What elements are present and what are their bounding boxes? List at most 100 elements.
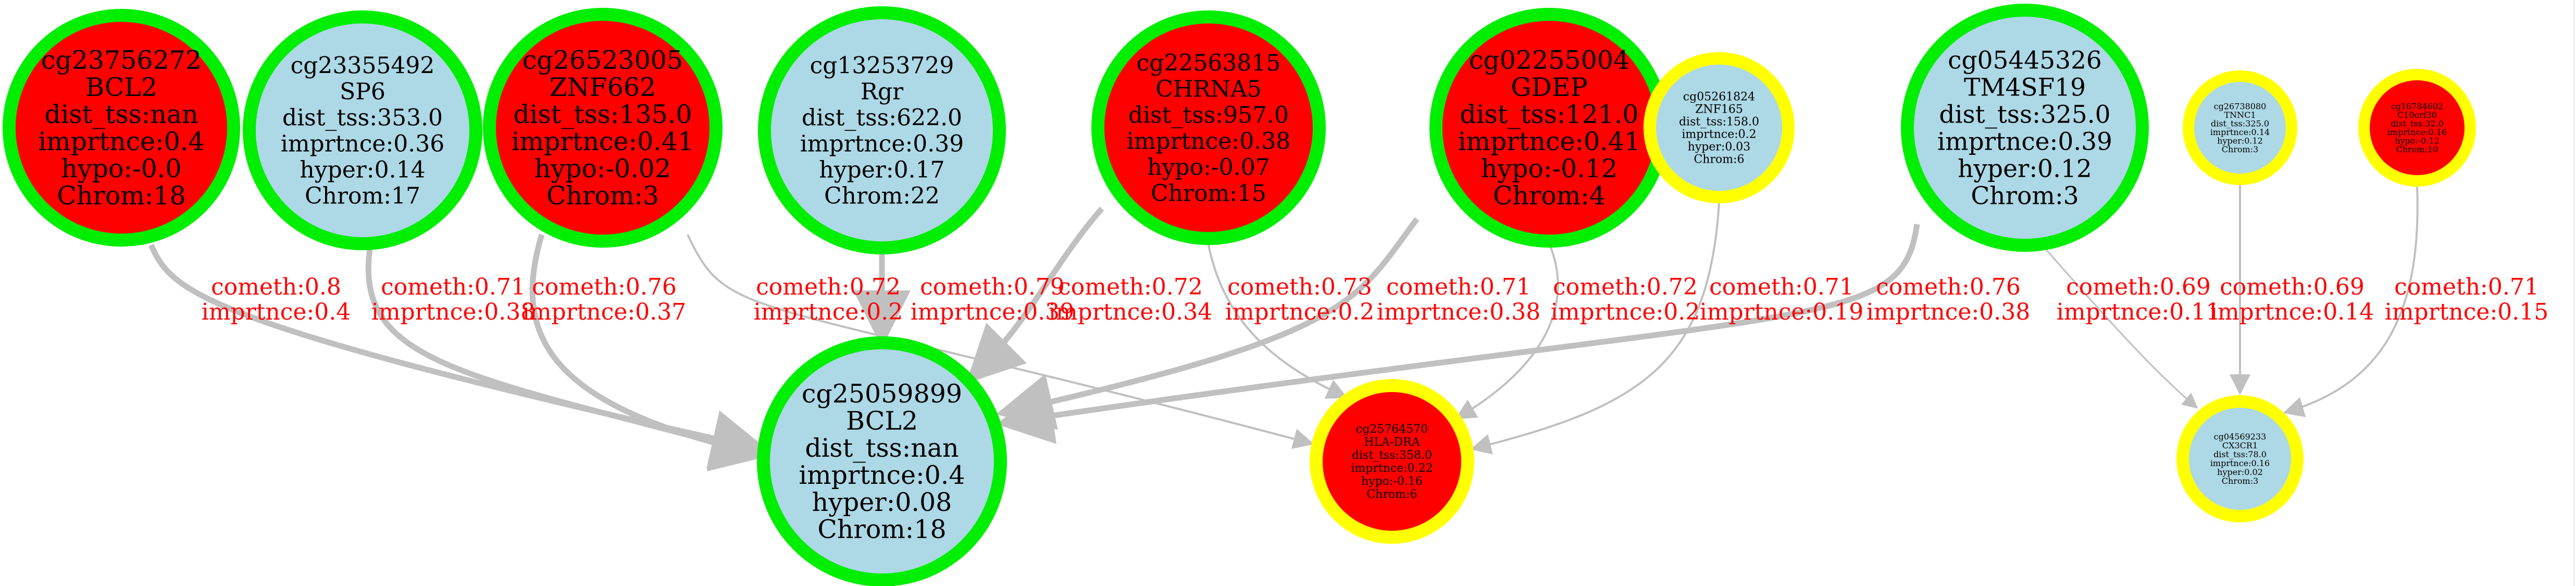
node-label-line: hyper:0.08 [812,487,952,517]
node-label-line: imprtnce:0.4 [799,460,965,490]
node-label-line: cg04569233 [2214,432,2267,442]
node-label-line: ZNF165 [1695,103,1743,116]
node-label-line: Chrom:18 [817,515,946,544]
node-label-line: dist_tss:135.0 [513,100,692,129]
node-label-line: cg26738080 [2214,101,2267,111]
node-label-line: hyper:0.14 [300,156,425,183]
node-label-line: dist_tss:325.0 [2211,118,2269,128]
edge-label-line: cometh:0.71 [1709,274,1854,300]
edges-layer [148,185,2419,472]
edge-label-line: imprtnce:0.14 [2210,299,2374,325]
node-label-line: cg02255004 [1469,45,1629,75]
edge-cg23355492-to-cg25059899 [365,249,769,470]
node-label-line: hypo:-0.12 [1481,154,1617,184]
node-label-line: dist_tss:622.0 [802,104,962,131]
edge-label-line: imprtnce:0.2 [1225,299,1375,325]
node-label-line: cg16784602 [2391,101,2444,111]
node-label-line: Chrom:22 [824,182,940,209]
node-label-line: TM4SF19 [1964,73,2086,102]
node-label-line: cg23355492 [291,52,435,79]
node-label-line: Chrom:3 [2222,144,2259,154]
node-label-line: Chrom:18 [57,181,185,211]
node-label-line: CX3CR1 [2222,441,2258,450]
node-label-line: imprtnce:0.41 [1458,127,1640,156]
node-label-line: dist_tss:nan [805,433,959,463]
node-label-line: hyper:0.17 [819,156,944,183]
edge-cg02255004-to-cg25059899 [995,217,1420,430]
edge-label-line: imprtnce:0.38 [1377,299,1541,325]
node-label-line: dist_tss:121.0 [1460,100,1638,129]
node-fill [2194,82,2286,174]
node-label-line: Chrom:3 [1971,181,2079,210]
edge-cg05261824-to-cg25764570 [1470,203,1720,455]
node-label-line: cg22563815 [1137,50,1281,76]
node-label-line: Chrom:4 [1493,181,1606,211]
edge-cg26523005-to-cg25059899 [529,234,769,472]
edge-cg05445326-to-cg04569233 [2041,245,2198,409]
node-label-line: dist_tss:158.0 [1679,116,1759,129]
node-label-line: imprtnce:0.39 [1937,127,2112,156]
node-label-line: imprtnce:0.2 [1682,128,1756,141]
node-label-line: dist_tss:nan [44,100,198,129]
node-label-line: hypo:-0.12 [2395,136,2440,145]
node-label-line: cg26523005 [522,45,683,75]
edge-cg22563815-to-cg25764570 [1208,245,1348,399]
node-label-line: hypo:-0.07 [1147,154,1270,180]
node-label-line: hyper:0.12 [1958,154,2092,183]
node-label-line: cg23756272 [41,45,202,75]
node-label-line: Chrom:6 [1366,488,1417,501]
edge-label-line: imprtnce:0.37 [522,299,687,325]
node-fill [1656,65,1782,191]
node-label-line: cg25764570 [1356,423,1428,436]
node-label-line: Chrom:6 [1694,153,1744,166]
edge-label-line: cometh:0.72 [756,274,901,300]
node-label-line: imprtnce:0.16 [2387,127,2447,137]
node-label-line: GDEP [1511,72,1587,102]
node-label-line: imprtnce:0.4 [38,127,204,156]
right-border [2573,0,2574,586]
node-label-line: imprtnce:0.41 [512,127,694,156]
node-fill [2189,408,2291,510]
node-label-line: ZNF662 [550,72,656,102]
node-label-line: cg05261824 [1683,91,1755,104]
node-label-line: cg05445326 [1948,46,2102,75]
edge-label-line: imprtnce:0.4 [202,299,351,325]
node-label-line: imprtnce:0.16 [2210,458,2270,468]
edge-label-line: cometh:0.72 [1058,274,1203,300]
edge-label-line: cometh:0.79 [920,274,1065,300]
edge-label-line: cometh:0.69 [2066,274,2211,300]
edge-label-line: cometh:0.71 [381,274,526,300]
edge-label-line: cometh:0.8 [211,274,341,300]
node-label-line: TNNC1 [2224,110,2256,120]
node-fill [1442,21,1656,235]
edge-label-line: cometh:0.76 [1876,274,2021,300]
node-label-line: hyper:0.03 [1688,141,1751,154]
node-label-line: imprtnce:0.39 [800,130,964,157]
